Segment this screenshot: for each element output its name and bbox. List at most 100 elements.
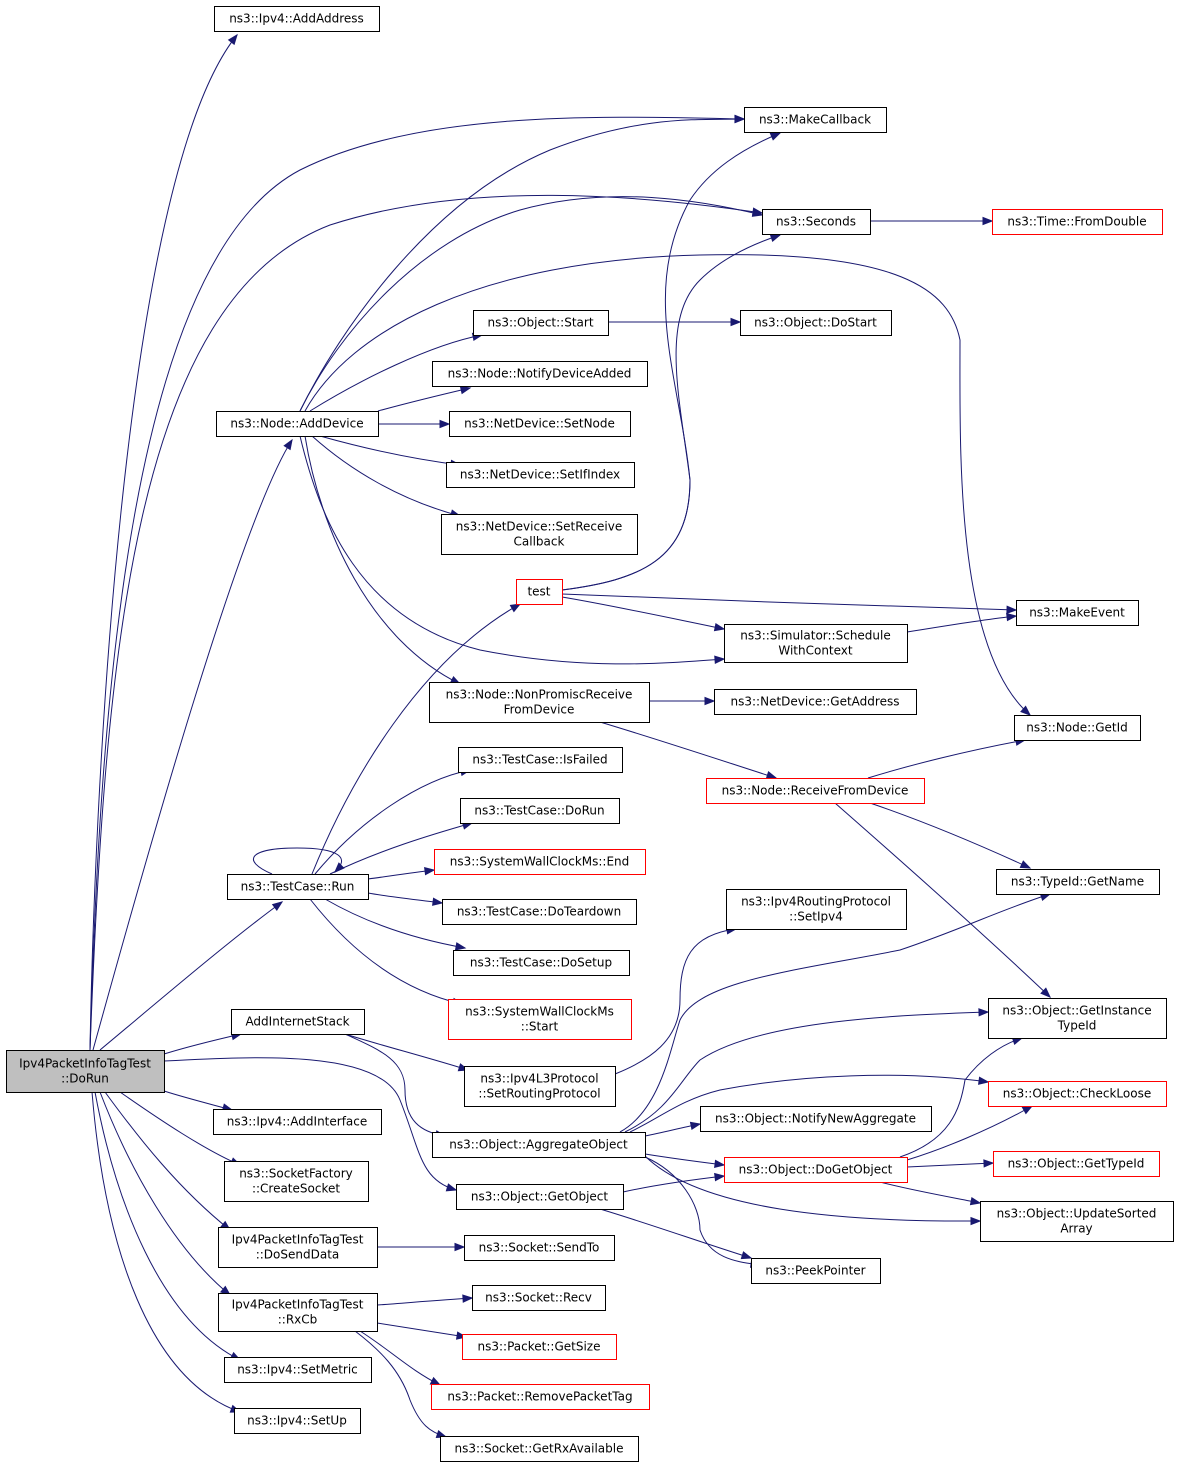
node-label: ns3::SocketFactory: [239, 1167, 353, 1181]
node-test[interactable]: test: [516, 579, 563, 605]
node-ipv4-addaddress[interactable]: ns3::Ipv4::AddAddress: [214, 6, 380, 32]
node-label: ns3::Object::GetObject: [471, 1190, 609, 1204]
node-object-notifynewaggregate[interactable]: ns3::Object::NotifyNewAggregate: [700, 1106, 932, 1132]
edge-ipv4l3_setroutingprotocol-to-ipv4routing_setipv4: [614, 926, 738, 1075]
node-testcase-dorun[interactable]: ns3::TestCase::DoRun: [460, 798, 620, 824]
edge-node_adddevice-to-netdevice_setifindex: [319, 435, 462, 468]
node-label: ns3::TestCase::DoTeardown: [457, 905, 621, 919]
node-socket-recv[interactable]: ns3::Socket::Recv: [472, 1285, 606, 1311]
node-socketfactory-createsocket[interactable]: ns3::SocketFactory::CreateSocket: [224, 1161, 369, 1202]
node-object-checkloose[interactable]: ns3::Object::CheckLoose: [988, 1081, 1167, 1107]
edge-testcase_run-to-test: [311, 603, 522, 875]
node-typeid-getname[interactable]: ns3::TypeId::GetName: [996, 869, 1160, 895]
node-senddata[interactable]: Ipv4PacketInfoTagTest::DoSendData: [218, 1227, 378, 1268]
node-label: ns3::Node::NotifyDeviceAdded: [448, 367, 632, 381]
node-systemwallclock-end[interactable]: ns3::SystemWallClockMs::End: [434, 849, 646, 875]
node-label: ns3::Object::GetTypeId: [1008, 1157, 1145, 1171]
node-makecallback[interactable]: ns3::MakeCallback: [744, 107, 887, 133]
node-socket-getrxavailable[interactable]: ns3::Socket::GetRxAvailable: [440, 1436, 639, 1462]
edge-simulator_schedulewithcontext-to-makeevent: [906, 612, 1018, 633]
node-label: ns3::Ipv4::AddInterface: [227, 1115, 368, 1129]
node-object-gettypeid[interactable]: ns3::Object::GetTypeId: [993, 1151, 1160, 1177]
node-label: ns3::Socket::GetRxAvailable: [455, 1442, 624, 1456]
node-root[interactable]: Ipv4PacketInfoTagTest::DoRun: [6, 1050, 165, 1093]
edge-root-to-seconds: [89, 194, 764, 1051]
node-packet-removepackettag[interactable]: ns3::Packet::RemovePacketTag: [431, 1384, 650, 1410]
node-node-adddevice[interactable]: ns3::Node::AddDevice: [216, 411, 379, 437]
edge-rxcb-to-packet_getsize: [376, 1322, 468, 1340]
node-netdevice-setnode[interactable]: ns3::NetDevice::SetNode: [449, 411, 631, 437]
edge-object_aggregateobject-to-object_updatesortedarray: [644, 1155, 982, 1226]
edge-node_receivefromdevice-to-node_getid: [867, 737, 1027, 779]
node-label: ns3::MakeCallback: [759, 113, 871, 127]
node-object-dogetobject[interactable]: ns3::Object::DoGetObject: [724, 1157, 908, 1183]
node-testcase-run[interactable]: ns3::TestCase::Run: [227, 874, 369, 900]
edge-test-to-makeevent: [561, 593, 1018, 614]
edge-node_adddevice-to-node_getid: [304, 254, 1032, 716]
edge-senddata-to-socket_sendto: [377, 1242, 466, 1252]
node-rxcb[interactable]: Ipv4PacketInfoTagTest::RxCb: [218, 1293, 378, 1332]
node-testcase-dosetup[interactable]: ns3::TestCase::DoSetup: [453, 950, 630, 976]
edge-node_adddevice-to-netdevice_setreceivecallback: [311, 435, 462, 518]
node-time-fromdouble[interactable]: ns3::Time::FromDouble: [992, 209, 1163, 235]
edge-node_adddevice-to-netdevice_setnode: [378, 419, 451, 429]
node-systemwallclock-start[interactable]: ns3::SystemWallClockMs::Start: [448, 999, 632, 1040]
node-label: Ipv4PacketInfoTagTest: [232, 1233, 364, 1247]
node-node-notifydeviceadded[interactable]: ns3::Node::NotifyDeviceAdded: [432, 361, 648, 387]
node-object-dostart[interactable]: ns3::Object::DoStart: [740, 310, 892, 336]
edge-testcase_run-to-testcase_doteardown: [367, 892, 444, 906]
node-label: ::DoSendData: [256, 1248, 340, 1262]
node-seconds[interactable]: ns3::Seconds: [762, 209, 871, 235]
edge-node_nonpromiscreceive-to-netdevice_getaddress: [649, 696, 716, 706]
node-addinternetstack[interactable]: AddInternetStack: [231, 1009, 365, 1035]
node-object-start[interactable]: ns3::Object::Start: [473, 310, 609, 336]
node-label: ::DoRun: [61, 1072, 109, 1086]
node-packet-getsize[interactable]: ns3::Packet::GetSize: [462, 1334, 617, 1360]
node-object-getobject[interactable]: ns3::Object::GetObject: [456, 1184, 624, 1210]
node-node-receivefromdevice[interactable]: ns3::Node::ReceiveFromDevice: [706, 778, 925, 804]
node-label: ns3::SystemWallClockMs::End: [450, 855, 630, 869]
edge-root-to-node_adddevice: [92, 438, 293, 1051]
node-label: ns3::Packet::GetSize: [478, 1340, 601, 1354]
node-node-getid[interactable]: ns3::Node::GetId: [1014, 715, 1141, 741]
edge-node_receivefromdevice-to-typeid_getname: [869, 802, 1032, 869]
node-label: ns3::Time::FromDouble: [1007, 215, 1146, 229]
edge-object_aggregateobject-to-object_checkloose: [629, 1074, 990, 1133]
node-label: ::RxCb: [278, 1313, 318, 1327]
edge-root-to-ipv4_addinterface: [163, 1090, 234, 1112]
node-netdevice-setifindex[interactable]: ns3::NetDevice::SetIfIndex: [446, 462, 635, 488]
node-netdevice-getaddress[interactable]: ns3::NetDevice::GetAddress: [714, 689, 917, 715]
node-ipv4-addinterface[interactable]: ns3::Ipv4::AddInterface: [213, 1109, 382, 1135]
edge-node_adddevice-to-seconds: [299, 196, 764, 412]
node-label: ns3::PeekPointer: [765, 1264, 865, 1278]
node-peekpointer[interactable]: ns3::PeekPointer: [751, 1258, 881, 1284]
node-object-aggregateobject[interactable]: ns3::Object::AggregateObject: [432, 1132, 646, 1158]
node-label: ns3::Object::Start: [487, 316, 593, 330]
edge-object_getobject-to-peekpointer: [599, 1208, 753, 1260]
node-testcase-doteardown[interactable]: ns3::TestCase::DoTeardown: [442, 899, 637, 925]
node-ipv4l3-setroutingprotocol[interactable]: ns3::Ipv4L3Protocol::SetRoutingProtocol: [464, 1066, 616, 1107]
node-label: ns3::Node::NonPromiscReceive: [446, 688, 633, 702]
edge-object_getobject-to-object_dogetobject: [622, 1172, 726, 1193]
node-ipv4routing-setipv4[interactable]: ns3::Ipv4RoutingProtocol::SetIpv4: [726, 889, 907, 930]
node-label: WithContext: [778, 644, 853, 658]
node-socket-sendto[interactable]: ns3::Socket::SendTo: [464, 1235, 615, 1261]
node-ipv4-setmetric[interactable]: ns3::Ipv4::SetMetric: [224, 1357, 372, 1383]
node-label: ns3::Ipv4::SetMetric: [237, 1363, 358, 1377]
edge-node_adddevice-to-makecallback: [299, 114, 746, 412]
node-label: test: [527, 585, 550, 599]
node-label: ns3::MakeEvent: [1029, 606, 1125, 620]
node-label: ns3::Node::GetId: [1026, 721, 1128, 735]
node-makeevent[interactable]: ns3::MakeEvent: [1016, 600, 1139, 626]
node-testcase-isfailed[interactable]: ns3::TestCase::IsFailed: [458, 747, 623, 773]
node-ipv4-setup[interactable]: ns3::Ipv4::SetUp: [234, 1408, 361, 1434]
node-label: ns3::Object::GetInstance: [1002, 1004, 1151, 1018]
node-label: ns3::Object::DoGetObject: [739, 1163, 893, 1177]
edge-root-to-makecallback: [89, 114, 746, 1051]
